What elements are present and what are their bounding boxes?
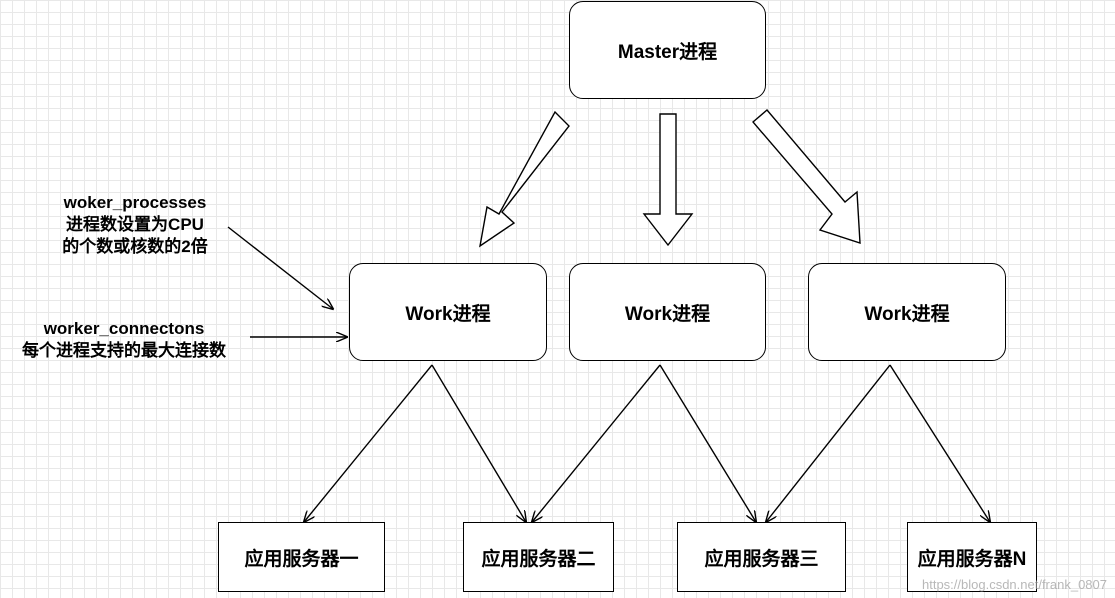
worker-process-label: Work进程: [624, 303, 711, 325]
block-arrow-master-to-worker-1: [479, 110, 570, 248]
arrow-worker-3-to-server-3: [766, 364, 891, 522]
app-server-label: 应用服务器N: [917, 548, 1027, 570]
app-server-label: 应用服务器一: [244, 548, 359, 570]
watermark: https://blog.csdn.net/frank_0807: [921, 577, 1107, 592]
annotation-line: 的个数或核数的2倍: [62, 237, 208, 256]
master-process-node[interactable]: Master进程: [569, 1, 766, 99]
annotation-arrow-worker-processes: [227, 226, 333, 309]
worker-process-node-3[interactable]: Work进程: [808, 263, 1006, 361]
app-server-node-2[interactable]: 应用服务器二: [463, 522, 614, 592]
worker-process-node-1[interactable]: Work进程: [349, 263, 547, 361]
app-server-label: 应用服务器二: [481, 548, 596, 570]
annotation-worker-processes: woker_processes 进程数设置为CPU 的个数或核数的2倍: [30, 192, 240, 258]
arrow-worker-2-to-server-3: [659, 364, 756, 522]
annotation-worker-connections: worker_connectons 每个进程支持的最大连接数: [0, 318, 248, 362]
worker-process-label: Work进程: [405, 303, 491, 325]
master-process-label: Master进程: [617, 41, 718, 63]
app-server-node-n[interactable]: 应用服务器N: [907, 522, 1037, 592]
worker-process-label: Work进程: [864, 303, 950, 325]
app-server-node-3[interactable]: 应用服务器三: [677, 522, 846, 592]
app-server-node-1[interactable]: 应用服务器一: [218, 522, 385, 592]
arrow-worker-1-to-server-2: [431, 364, 526, 522]
block-arrow-master-to-worker-2: [642, 113, 694, 247]
annotation-line: woker_processes: [63, 193, 207, 212]
app-server-label: 应用服务器三: [704, 548, 819, 570]
arrow-worker-2-to-server-2: [532, 364, 661, 522]
arrow-worker-3-to-server-n: [889, 364, 990, 522]
annotation-line: 进程数设置为CPU: [66, 215, 204, 234]
annotation-line: worker_connectons: [43, 319, 205, 338]
annotation-line: 每个进程支持的最大连接数: [22, 341, 226, 360]
worker-process-node-2[interactable]: Work进程: [569, 263, 766, 361]
block-arrow-master-to-worker-3: [752, 109, 861, 244]
arrow-worker-1-to-server-1: [304, 364, 433, 522]
